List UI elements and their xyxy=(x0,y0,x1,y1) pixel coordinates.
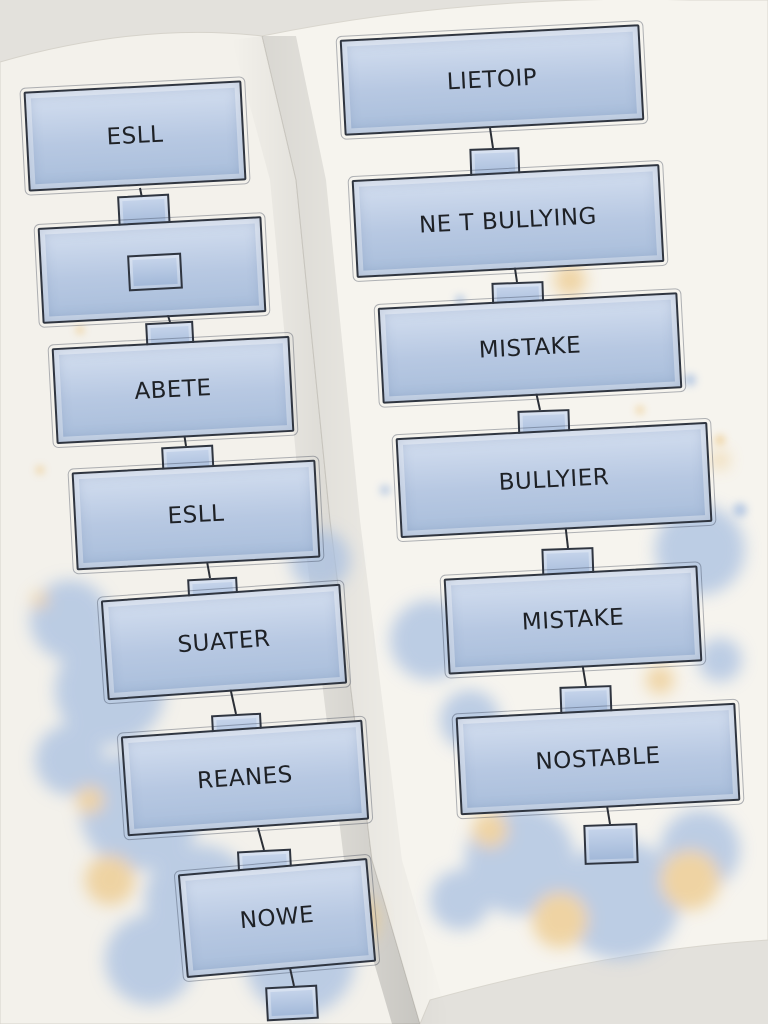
flow-box-label: BULLYIER xyxy=(498,464,610,496)
flow-box-right-6: NOSTABLE xyxy=(451,698,745,820)
flow-box-left-5: SUATER xyxy=(96,579,352,705)
flow-box-label: REANES xyxy=(196,761,294,795)
flow-box-label: NOWE xyxy=(238,901,316,935)
connector-square xyxy=(265,984,319,1022)
connector-square xyxy=(583,823,639,865)
flow-box-right-1: LIETOIP xyxy=(335,19,649,141)
flow-box-label: ESLL xyxy=(105,121,165,151)
flow-box-label: SUATER xyxy=(176,625,272,659)
flow-box-label: LIETOIP xyxy=(446,64,538,96)
flow-box-right-5: MISTAKE xyxy=(439,560,707,680)
flow-box-label: ABETE xyxy=(133,374,213,406)
connector-square xyxy=(127,252,183,292)
flow-box-left-7: NOWE xyxy=(173,853,381,983)
flow-box-label: MISTAKE xyxy=(521,604,625,636)
flow-box-left-3: ABETE xyxy=(47,331,299,449)
flow-box-left-6: REANES xyxy=(116,715,374,841)
flow-box-label: ESLL xyxy=(166,500,226,530)
flow-box-right-2: NE T BULLYING xyxy=(347,159,669,283)
flow-box-right-4: BULLYIER xyxy=(391,417,717,543)
flow-box-label: NOSTABLE xyxy=(534,742,662,776)
flow-box-label: NE T BULLYING xyxy=(418,203,598,239)
flow-box-label: MISTAKE xyxy=(478,332,582,364)
flow-box-left-4: ESLL xyxy=(67,455,325,575)
flow-box-right-3: MISTAKE xyxy=(373,287,687,409)
flow-box-left-1: ESLL xyxy=(19,75,251,197)
